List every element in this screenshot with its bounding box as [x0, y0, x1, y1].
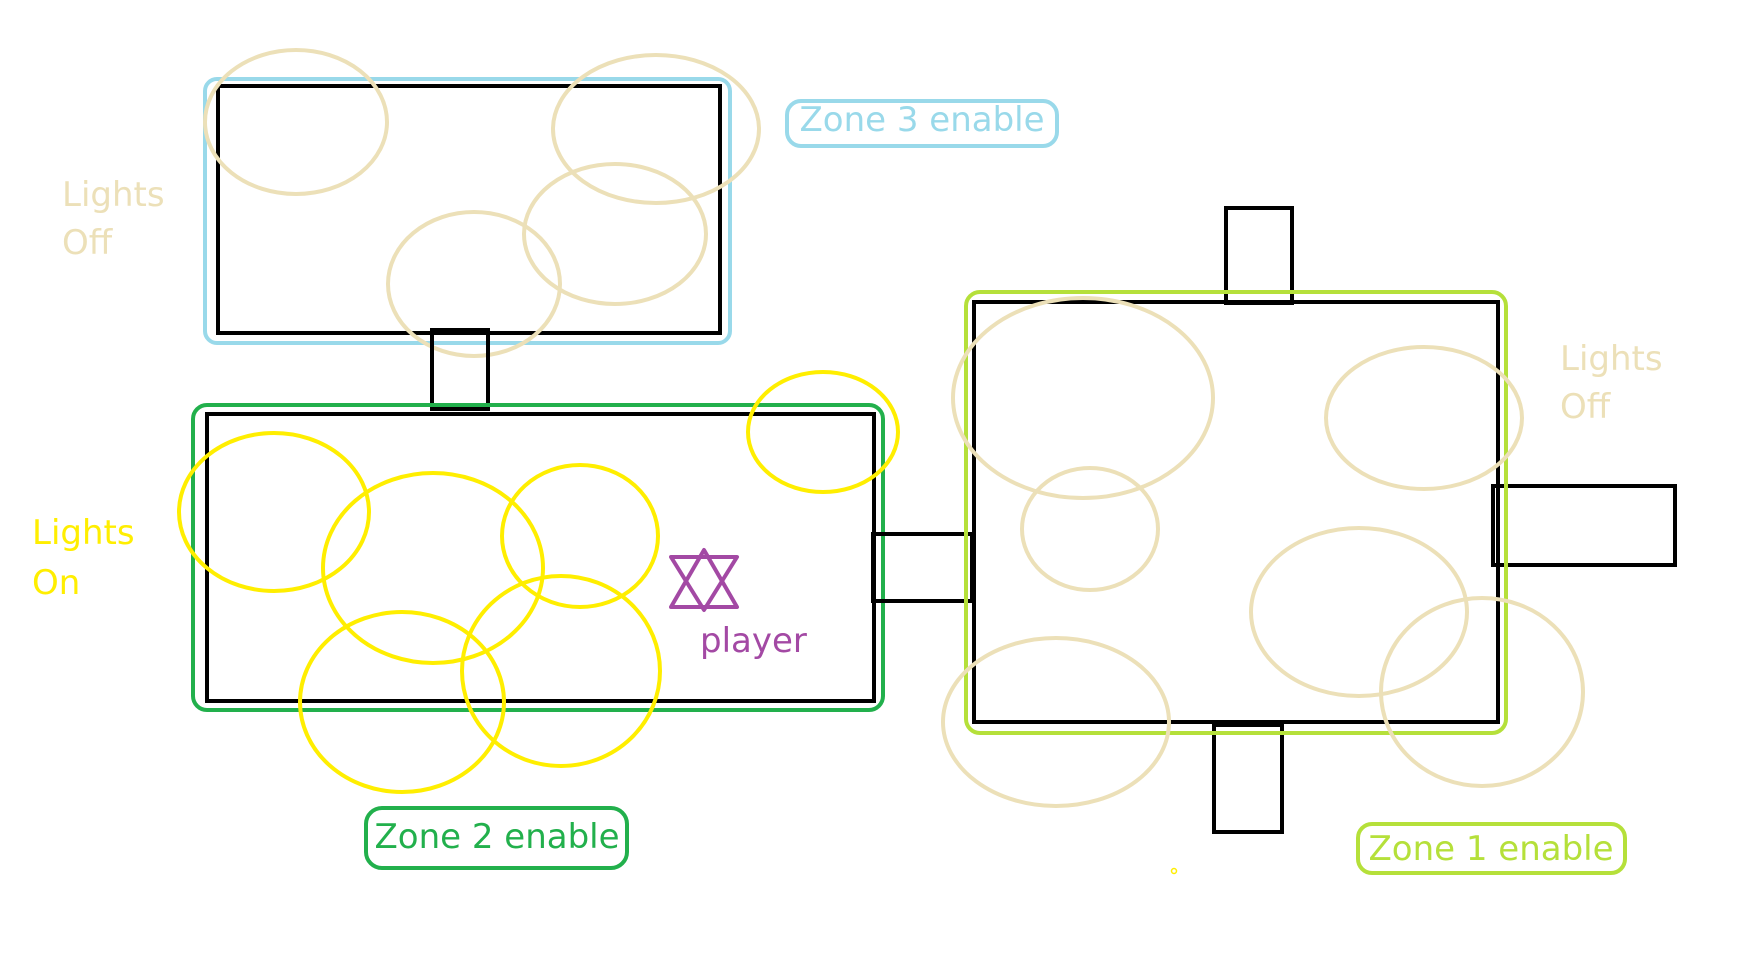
light-off	[941, 636, 1171, 808]
zone-2-label-box	[364, 806, 629, 870]
zone-2-label: Zone 2 enable	[374, 817, 619, 857]
light-off	[1020, 466, 1160, 592]
door-1-top	[1224, 206, 1294, 305]
player-icon-triangle-down	[669, 555, 739, 612]
player-icon	[669, 548, 739, 612]
lights-off-zone-1-line1: Lights	[1560, 339, 1663, 379]
zone-2-group: player Zone 2 enable Lights On	[32, 370, 974, 870]
zone-1-boundary	[964, 290, 1508, 735]
stray-dot	[1170, 867, 1178, 875]
zone-2-lights	[177, 370, 900, 794]
zone-1-label: Zone 1 enable	[1368, 829, 1613, 869]
zone-3-lights	[203, 48, 761, 358]
door-1-bottom	[1212, 723, 1284, 834]
lights-on-zone-2-line2: On	[32, 563, 80, 603]
zone-3-label: Zone 3 enable	[799, 100, 1044, 140]
zone-1-group: Zone 1 enable Lights Off	[941, 206, 1677, 875]
light-on	[460, 574, 662, 768]
light-on	[177, 431, 371, 593]
lights-off-zone-3-line2: Off	[62, 223, 114, 263]
zone-3-label-box	[785, 99, 1059, 148]
door-1-right	[1491, 484, 1677, 567]
zone-1-lights	[941, 296, 1585, 808]
light-on	[746, 370, 900, 494]
light-off	[551, 53, 761, 205]
room-1-outline	[972, 300, 1500, 724]
zone-2-boundary	[191, 403, 885, 712]
light-on	[298, 610, 506, 794]
light-on	[321, 471, 545, 665]
light-on	[500, 463, 660, 609]
room-3-outline	[216, 84, 722, 335]
zone-3-group: Zone 3 enable Lights Off	[62, 48, 1059, 411]
lights-off-zone-1-line2: Off	[1560, 387, 1612, 427]
light-off	[522, 162, 708, 306]
door-2-1	[871, 532, 974, 603]
door-3-2	[430, 328, 490, 411]
lights-off-zone-3-line1: Lights	[62, 175, 165, 215]
light-off	[951, 296, 1215, 500]
light-off	[203, 48, 389, 196]
player-label: player	[700, 621, 807, 661]
zone-1-label-box	[1356, 822, 1627, 875]
light-off	[386, 210, 562, 358]
lights-on-zone-2-line1: Lights	[32, 513, 135, 553]
light-off	[1324, 345, 1524, 491]
light-off	[1379, 596, 1585, 788]
light-off	[1249, 526, 1469, 698]
zone-3-boundary	[203, 77, 732, 345]
